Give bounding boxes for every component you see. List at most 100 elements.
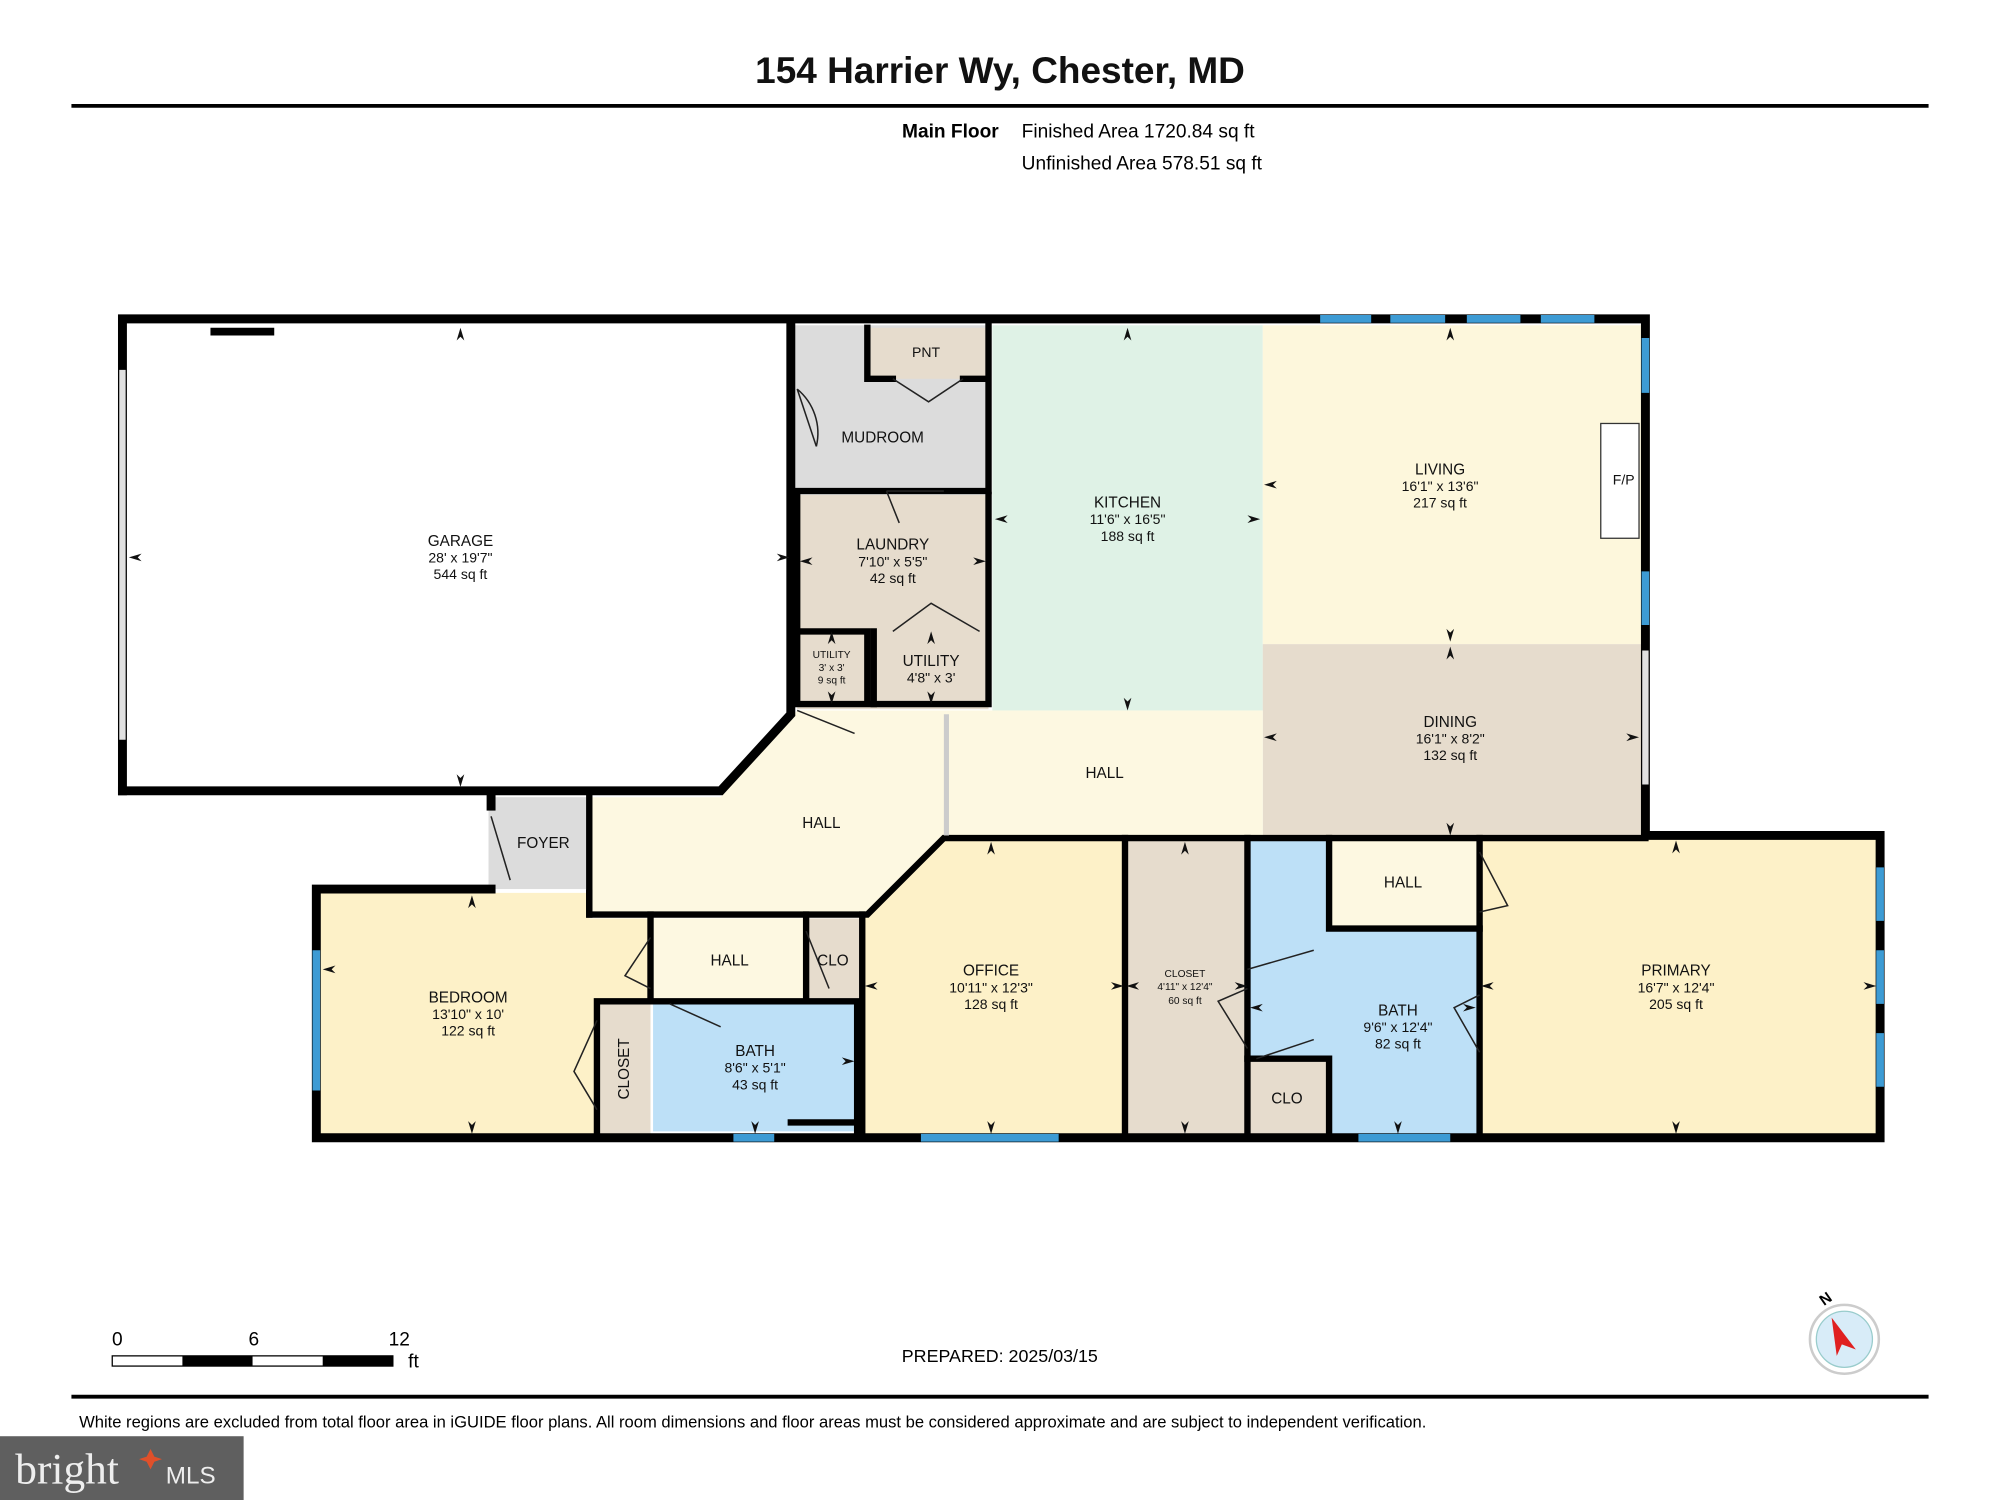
logo-suffix: MLS (166, 1462, 216, 1489)
garage-area-label: 544 sq ft (434, 566, 488, 582)
dining-dims: 16'1" x 8'2" (1416, 731, 1485, 747)
hall-bed-area (653, 918, 807, 1000)
laundry-name: LAUNDRY (856, 537, 929, 554)
utility-small-name: UTILITY (813, 650, 851, 661)
dimension-arrow-icon (1446, 646, 1455, 660)
closet-walk-area (1125, 838, 1248, 1136)
hall-upper-name: HALL (1085, 765, 1123, 782)
bath1-dims: 8'6" x 5'1" (724, 1060, 785, 1076)
bedroom-name: BEDROOM (429, 990, 508, 1007)
kitchen-area-label: 188 sq ft (1101, 528, 1155, 544)
utility-small-area: 9 sq ft (818, 676, 846, 687)
garage-name: GARAGE (428, 533, 493, 550)
dimension-arrow-icon (1446, 628, 1455, 642)
clo-bed-area (806, 918, 860, 1000)
office-area (862, 838, 1125, 1136)
bedroom-area (318, 892, 654, 1136)
dimension-arrow-icon (973, 557, 986, 566)
dimension-arrow-icon (1446, 327, 1455, 341)
dimension-arrow-icon (1247, 515, 1261, 523)
clo-bed-name: CLO (817, 953, 849, 970)
doors (490, 378, 1509, 1111)
dimension-arrow-icon (1264, 733, 1277, 742)
garage-area (122, 318, 791, 794)
living-area-label: 217 sq ft (1413, 495, 1467, 511)
scale-unit: ft (408, 1351, 419, 1372)
dimension-arrow-icon (128, 553, 142, 562)
bedroom-area-label: 122 sq ft (441, 1023, 495, 1039)
scale-bar: 0 6 12 ft (111, 1330, 419, 1372)
unfinished-area: Unfinished Area 578.51 sq ft (1022, 154, 1263, 175)
room-labels: GARAGE 28' x 19'7" 544 sq ft PNT MUDROOM… (428, 344, 1715, 1107)
pantry-name: PNT (912, 344, 940, 360)
dimension-arrow-icon (1463, 1003, 1476, 1012)
closet-walk-area: 60 sq ft (1168, 996, 1202, 1007)
office-area-label: 128 sq ft (964, 996, 1018, 1012)
dimension-arrow-icon (468, 895, 476, 909)
utility-dims: 4'8" x 3' (907, 669, 956, 685)
dimension-arrow-icon (1626, 733, 1640, 742)
dimension-arrow-icon (994, 515, 1008, 523)
dimension-arrow-icon (1123, 327, 1132, 341)
fireplace-label: F/P (1613, 472, 1635, 488)
scale-label-0: 0 (112, 1330, 123, 1351)
closet-walk-name: CLOSET (1165, 969, 1206, 980)
dimension-arrow-icon (456, 327, 465, 341)
dimension-arrow-icon (1863, 982, 1877, 990)
dimension-arrow-icon (1264, 480, 1277, 489)
logo-text: bright (15, 1445, 119, 1493)
dimension-arrow-icon (827, 631, 836, 645)
laundry-area-label: 42 sq ft (870, 570, 916, 586)
dimension-arrow-icon (1181, 841, 1189, 855)
hall-main-area (589, 710, 947, 915)
dimension-arrow-icon (1394, 1121, 1402, 1134)
bath2-dims: 9'6" x 12'4" (1363, 1019, 1432, 1035)
closet-bed-area (596, 1001, 651, 1136)
dimension-arrow-icon (322, 965, 336, 974)
dimension-arrow-icon (987, 841, 995, 855)
room-fills (122, 318, 1881, 1136)
dimension-arrow-icon (468, 1121, 476, 1134)
closet-walk-dims: 4'11" x 12'4" (1157, 982, 1212, 993)
disclaimer: White regions are excluded from total fl… (79, 1412, 1426, 1431)
utility-name: UTILITY (903, 653, 960, 670)
dimension-arrow-icon (799, 557, 813, 566)
hall-main-name: HALL (802, 815, 840, 832)
dimension-arrow-icon (1480, 982, 1494, 990)
office-dims: 10'11" x 12'3" (949, 979, 1033, 995)
finished-area: Finished Area 1720.84 sq ft (1022, 122, 1256, 143)
compass-icon: N (1808, 1289, 1881, 1375)
living-dims: 16'1" x 13'6" (1402, 478, 1479, 494)
kitchen-dims: 11'6" x 16'5" (1090, 511, 1166, 527)
floor-label: Main Floor (902, 122, 999, 143)
dimension-arrow-icon (927, 631, 935, 645)
prepared-date: PREPARED: 2025/03/15 (902, 1346, 1098, 1366)
hall-upper-area (946, 710, 1263, 839)
dimension-arrow-icon (456, 774, 465, 787)
page-title: 154 Harrier Wy, Chester, MD (755, 50, 1245, 91)
laundry-area (797, 494, 989, 710)
closet-bed-name: CLOSET (616, 1038, 633, 1099)
primary-area-label: 205 sq ft (1649, 996, 1703, 1012)
dining-area-label: 132 sq ft (1423, 747, 1477, 763)
utility-small-dims: 3' x 3' (819, 663, 845, 674)
pantry-area (867, 327, 986, 379)
dimension-arrow-icon (1126, 982, 1140, 990)
dimension-arrow-icon (776, 553, 790, 562)
dimension-arrow-icon (864, 982, 878, 990)
dimension-arrow-icon (751, 1121, 759, 1134)
office-name: OFFICE (963, 963, 1019, 980)
dimension-arrow-icon (1672, 1121, 1680, 1134)
clo-bath-name: CLO (1271, 1090, 1303, 1107)
dimension-arrow-icon (827, 691, 836, 705)
dimension-arrow-icon (1446, 822, 1455, 836)
bath1-area (653, 1003, 858, 1132)
hall-primary-area (1329, 838, 1480, 928)
dimension-arrow-icon (1234, 982, 1248, 990)
foyer-name: FOYER (517, 835, 570, 852)
primary-area (1479, 835, 1881, 1136)
dimension-arrow-icon (1250, 1003, 1263, 1012)
kitchen-area (992, 325, 1263, 711)
bath1-name: BATH (735, 1043, 775, 1060)
